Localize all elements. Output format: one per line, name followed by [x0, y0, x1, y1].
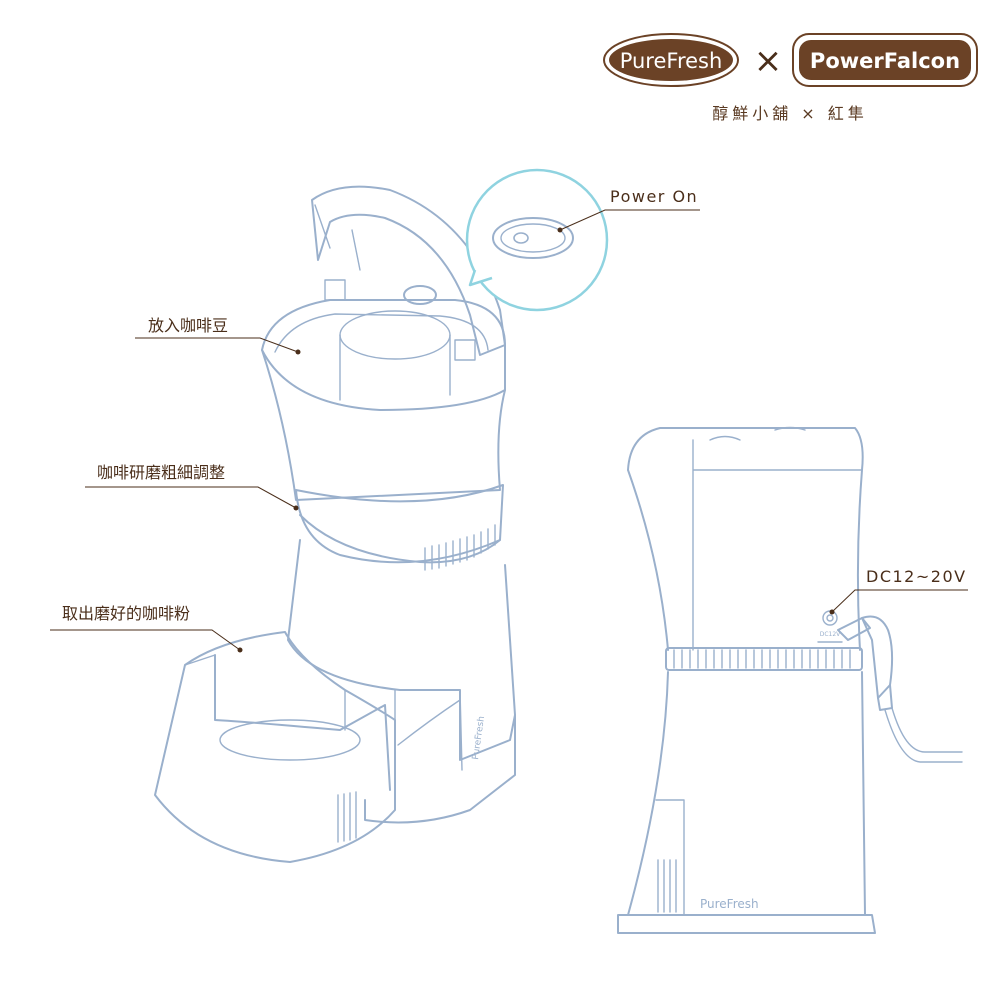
purefresh-logo-text: PureFresh [620, 49, 723, 73]
header-subtitle: 醇鮮小舖 × 紅隼 [712, 104, 868, 123]
grinder-front-illustration: PureFresh [154, 185, 516, 863]
callout-add-beans: 放入咖啡豆 [135, 316, 301, 355]
side-ring-ridges [673, 649, 851, 669]
body-brand-left: PureFresh [471, 715, 487, 760]
body-brand-right: PureFresh [700, 897, 759, 911]
grinder-side-illustration: PureFresh DC12V [617, 426, 963, 934]
callout-power-on: Power On [557, 187, 700, 233]
callout-take-powder-label: 取出磨好的咖啡粉 [62, 604, 190, 623]
grind-ring-ridges [424, 524, 496, 571]
power-plug [837, 615, 963, 763]
callout-power-on-label: Power On [610, 187, 698, 206]
callout-take-powder: 取出磨好的咖啡粉 [50, 604, 243, 653]
callout-grind-adjust-label: 咖啡研磨粗細調整 [97, 463, 225, 482]
dc-port-label: DC12V [820, 631, 841, 638]
powerfalcon-logo-text: PowerFalcon [810, 49, 960, 73]
power-switch-zoom [465, 168, 609, 312]
dc-port: DC12V [817, 610, 843, 643]
powerfalcon-logo: PowerFalcon [792, 33, 978, 87]
callout-add-beans-label: 放入咖啡豆 [148, 316, 228, 335]
logo-separator: × [754, 41, 783, 81]
purefresh-logo: PureFresh [603, 33, 739, 87]
callout-dc-input: DC12~20V [829, 567, 968, 615]
callout-dc-input-label: DC12~20V [866, 567, 967, 586]
power-switch-icon [513, 232, 529, 244]
callout-grind-adjust: 咖啡研磨粗細調整 [85, 463, 299, 511]
side-grip-lines [657, 859, 677, 913]
drawer-grip-lines [337, 791, 357, 843]
